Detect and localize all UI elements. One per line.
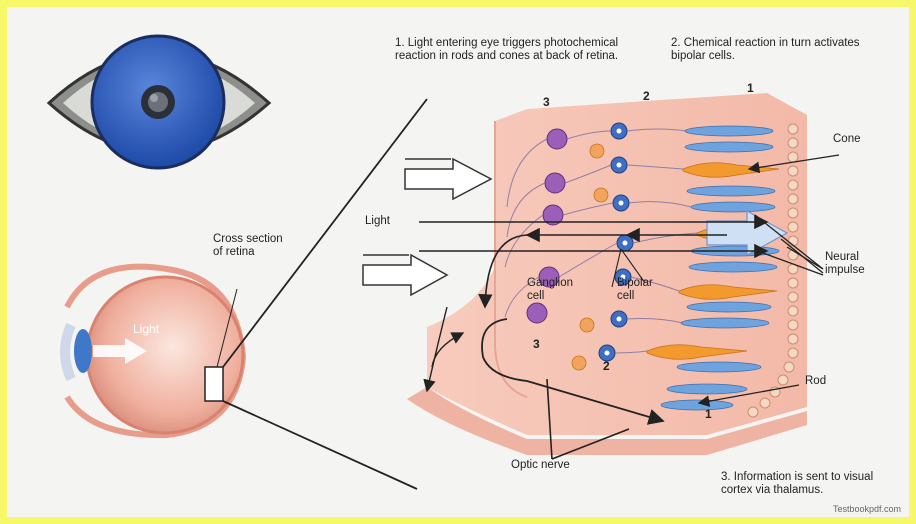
neural-impulse-label: Neural impulse <box>825 251 865 276</box>
rod-label: Rod <box>805 375 827 387</box>
watermark: Testbookpdf.com <box>832 504 901 514</box>
eye-light-label: Light <box>133 322 160 336</box>
eye-icon <box>46 34 272 170</box>
bipolar-cell-label: Bipolar cell <box>617 277 653 302</box>
step-2-caption: 2. Chemical reaction in turn activates b… <box>671 37 860 62</box>
retina-section <box>362 93 840 460</box>
eyeball-illustration <box>60 98 428 490</box>
layer-number-bottom-2: 2 <box>603 359 610 373</box>
step-1-caption: 1. Light entering eye triggers photochem… <box>395 37 619 62</box>
retina-diagram <box>46 34 840 490</box>
layer-number-top-3: 3 <box>543 95 550 109</box>
cross-section-label: Cross section of retina <box>213 233 283 258</box>
layer-number-top-1: 1 <box>747 81 754 95</box>
optic-nerve-label: Optic nerve <box>511 459 570 471</box>
step-3-caption: 3. Information is sent to visual cortex … <box>721 471 874 496</box>
ganglion-cell-label: Ganglion cell <box>527 277 574 302</box>
layer-number-bottom-1: 1 <box>705 407 712 421</box>
diagram-frame: 1. Light entering eye triggers photochem… <box>7 7 909 517</box>
layer-number-bottom-3: 3 <box>533 337 540 351</box>
layer-number-top-2: 2 <box>643 89 650 103</box>
retina-light-label: Light <box>365 215 390 227</box>
cone-label: Cone <box>833 133 861 145</box>
